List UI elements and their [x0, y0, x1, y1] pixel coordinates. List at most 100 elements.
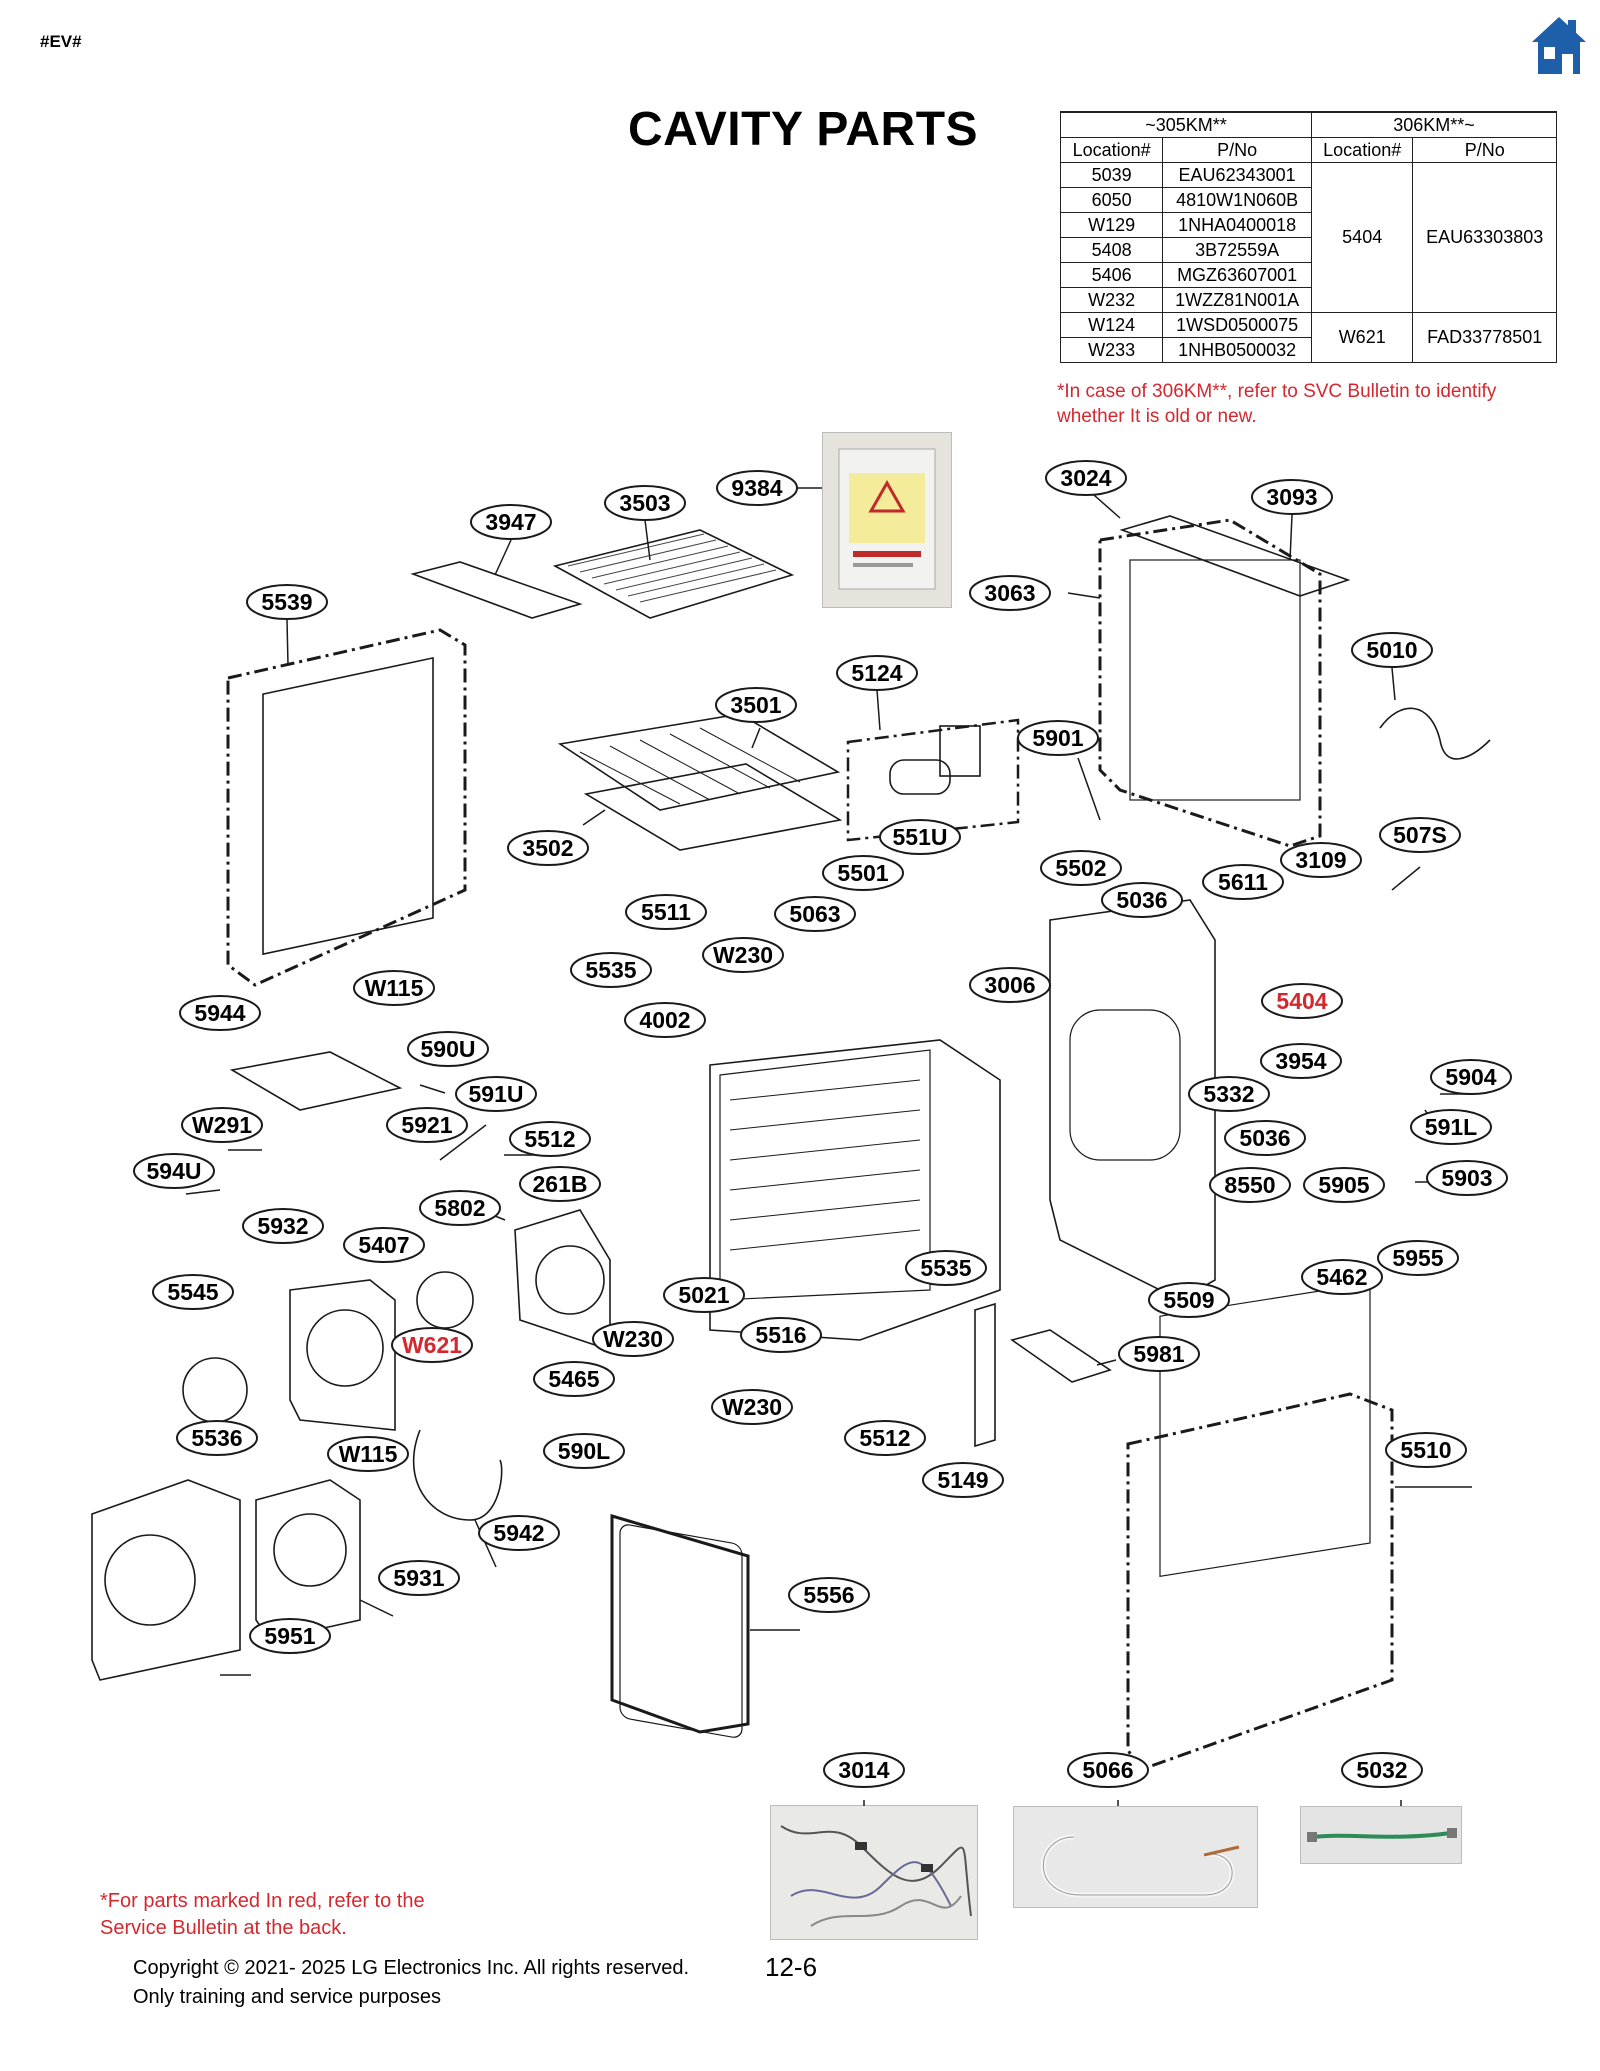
- table-cell: W129: [1059, 212, 1164, 238]
- part-label-W230: W230: [711, 1389, 793, 1425]
- callout-text: 3024: [1060, 465, 1111, 491]
- part-label-3063: 3063: [969, 575, 1051, 611]
- callout-ellipse: [152, 1274, 234, 1310]
- part-label-5063: 5063: [774, 896, 856, 932]
- callout-text: 5032: [1356, 1757, 1407, 1783]
- callout-text: 5036: [1116, 887, 1167, 913]
- part-label-551U: 551U: [879, 819, 961, 855]
- callout-text: 3954: [1275, 1048, 1326, 1074]
- copyright: Copyright © 2021- 2025 LG Electronics In…: [133, 1954, 689, 2012]
- part-label-5516: 5516: [740, 1317, 822, 1353]
- callout-ellipse: [1017, 720, 1099, 756]
- part-label-5502: 5502: [1040, 850, 1122, 886]
- page-number: 12-6: [765, 1952, 818, 1982]
- callout-ellipse: [246, 584, 328, 620]
- callout-text: 5509: [1163, 1287, 1214, 1313]
- part-label-W230: W230: [702, 937, 784, 973]
- part-label-5545: 5545: [152, 1274, 234, 1310]
- callout-text: 5502: [1055, 855, 1106, 881]
- part-label-5404: 5404: [1261, 983, 1343, 1019]
- callout-ellipse: [378, 1560, 460, 1596]
- callout-ellipse: [242, 1208, 324, 1244]
- part-label-5501: 5501: [822, 855, 904, 891]
- callout-text: 5021: [678, 1282, 729, 1308]
- callout-ellipse: [716, 470, 798, 506]
- table-cell: EAU63303803: [1412, 162, 1557, 313]
- part-label-5942: 5942: [478, 1515, 560, 1551]
- callout-ellipse: [1377, 1240, 1459, 1276]
- part-label-5556: 5556: [788, 1577, 870, 1613]
- part-label-5510: 5510: [1385, 1432, 1467, 1468]
- callout-text: 5536: [191, 1425, 242, 1451]
- part-label-W115: W115: [327, 1436, 409, 1472]
- callout-ellipse: [1202, 864, 1284, 900]
- callout-ellipse: [625, 894, 707, 930]
- callout-text: 5944: [194, 1000, 245, 1026]
- callout-ellipse: [969, 575, 1051, 611]
- callout-text: 3063: [984, 580, 1035, 606]
- part-label-9384: 9384: [716, 470, 798, 506]
- callout-ellipse: [1385, 1432, 1467, 1468]
- callout-text: W230: [713, 942, 773, 968]
- callout-ellipse: [624, 1002, 706, 1038]
- table-cell: W124: [1059, 312, 1164, 338]
- callout-text: 5462: [1316, 1264, 1367, 1290]
- callout-text: 5010: [1366, 637, 1417, 663]
- callout-ellipse: [419, 1190, 501, 1226]
- part-label-5509: 5509: [1148, 1282, 1230, 1318]
- part-label-507S: 507S: [1379, 817, 1461, 853]
- part-label-W291: W291: [181, 1107, 263, 1143]
- table-cell: W232: [1059, 287, 1164, 313]
- copyright-line: Copyright © 2021- 2025 LG Electronics In…: [133, 1957, 690, 1979]
- part-label-5010: 5010: [1351, 632, 1433, 668]
- home-icon[interactable]: [1530, 14, 1588, 76]
- part-photo-5032: [1300, 1806, 1462, 1864]
- part-label-5903: 5903: [1426, 1160, 1508, 1196]
- callout-ellipse: [774, 896, 856, 932]
- part-label-W230: W230: [592, 1321, 674, 1357]
- callout-text: 5149: [937, 1467, 988, 1493]
- part-label-591U: 591U: [455, 1076, 537, 1112]
- callout-text: 5921: [401, 1112, 452, 1138]
- part-label-5465: 5465: [533, 1361, 615, 1397]
- callout-text: 5516: [755, 1322, 806, 1348]
- callout-text: 5407: [358, 1232, 409, 1258]
- callout-text: 3502: [522, 835, 573, 861]
- part-label-5021: 5021: [663, 1277, 745, 1313]
- leader-lines: [185, 487, 1475, 1806]
- table-cell: 1NHB0500032: [1162, 337, 1312, 363]
- callout-text: W291: [192, 1112, 252, 1138]
- callout-ellipse: [327, 1436, 409, 1472]
- part-label-5149: 5149: [922, 1462, 1004, 1498]
- callout-text: 5905: [1318, 1172, 1369, 1198]
- table-cell: W233: [1059, 337, 1164, 363]
- callout-ellipse: [822, 855, 904, 891]
- callout-text: 5942: [493, 1520, 544, 1546]
- callout-text: W230: [603, 1326, 663, 1352]
- part-label-261B: 261B: [519, 1166, 601, 1202]
- callout-ellipse: [823, 1752, 905, 1788]
- callout-ellipse: [543, 1433, 625, 1469]
- callout-text: 591L: [1425, 1114, 1477, 1140]
- callout-text: 3947: [485, 509, 536, 535]
- callout-ellipse: [455, 1076, 537, 1112]
- callout-ellipse: [604, 485, 686, 521]
- callout-ellipse: [1148, 1282, 1230, 1318]
- page-title: CAVITY PARTS: [628, 103, 979, 156]
- callout-text: 4002: [639, 1007, 690, 1033]
- callout-text: 590U: [421, 1036, 476, 1062]
- callout-text: 5545: [167, 1279, 218, 1305]
- callout-text: 507S: [1393, 822, 1447, 848]
- table-note: *In case of 306KM**, refer to SVC Bullet…: [1057, 381, 1497, 427]
- table-cell: MGZ63607001: [1162, 262, 1312, 288]
- part-photo-3014: [770, 1805, 978, 1940]
- part-label-594U: 594U: [133, 1153, 215, 1189]
- callout-ellipse: [836, 655, 918, 691]
- callout-ellipse: [844, 1420, 926, 1456]
- callout-text: 5535: [920, 1255, 971, 1281]
- callout-ellipse: [969, 967, 1051, 1003]
- part-label-5905: 5905: [1303, 1167, 1385, 1203]
- callout-ellipse: [470, 504, 552, 540]
- callout-ellipse: [179, 995, 261, 1031]
- callout-text: 3093: [1266, 484, 1317, 510]
